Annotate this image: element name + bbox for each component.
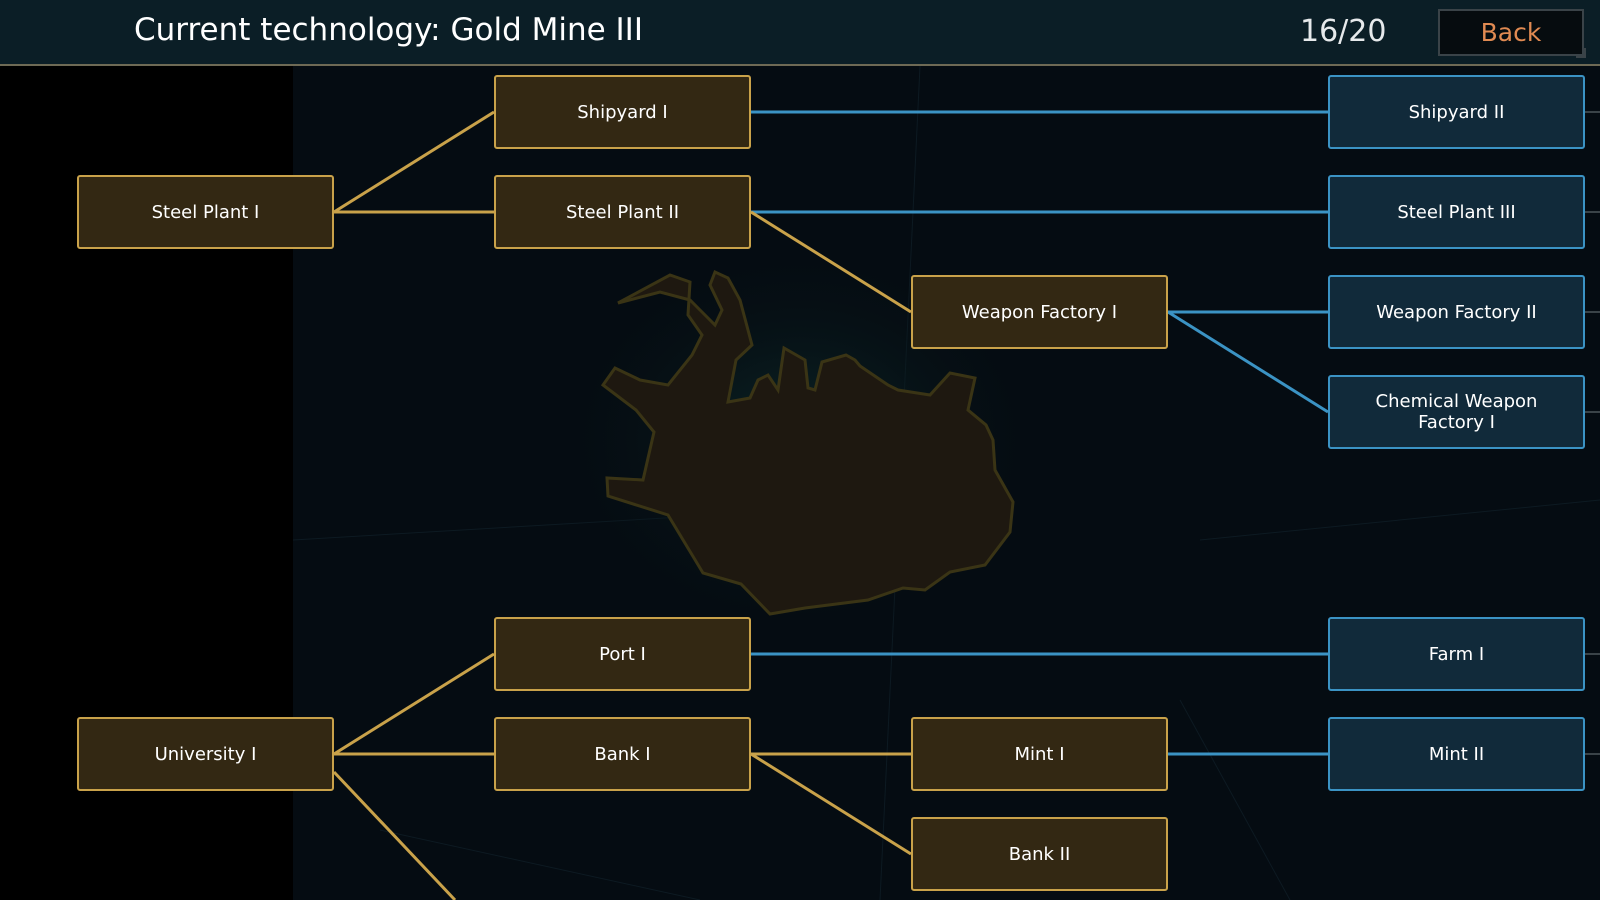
tech-link-weapon-factory-1-to-chemical-weapon-factory-1 xyxy=(1167,310,1329,414)
tech-node-mint-1[interactable]: Mint I xyxy=(911,717,1168,791)
tech-node-shipyard-1[interactable]: Shipyard I xyxy=(494,75,751,149)
tech-node-steel-plant-1[interactable]: Steel Plant I xyxy=(77,175,334,249)
tech-node-weapon-factory-1[interactable]: Weapon Factory I xyxy=(911,275,1168,349)
tech-link-bank-1-to-bank-2 xyxy=(750,752,912,856)
offscreen-link-stub xyxy=(1585,653,1600,655)
island-landmass xyxy=(600,269,1015,616)
back-button[interactable]: Back xyxy=(1438,9,1586,58)
offscreen-link-stub xyxy=(1585,111,1600,113)
tech-node-steel-plant-3[interactable]: Steel Plant III xyxy=(1328,175,1585,249)
tech-node-port-1[interactable]: Port I xyxy=(494,617,751,691)
offscreen-link-stub xyxy=(1585,211,1600,213)
research-progress-counter: 16/20 xyxy=(1300,14,1387,49)
tech-link-steel-plant-2-to-weapon-factory-1 xyxy=(750,210,912,314)
offscreen-link-stub xyxy=(1585,311,1600,313)
tech-link-university-1-offscreen xyxy=(332,770,457,900)
tech-node-shipyard-2[interactable]: Shipyard II xyxy=(1328,75,1585,149)
tech-node-farm-1[interactable]: Farm I xyxy=(1328,617,1585,691)
top-bar: Current technology: Gold Mine III 16/20 … xyxy=(0,0,1600,66)
tech-node-weapon-factory-2[interactable]: Weapon Factory II xyxy=(1328,275,1585,349)
tech-node-bank-2[interactable]: Bank II xyxy=(911,817,1168,891)
tech-node-chemical-weapon-factory-1[interactable]: Chemical Weapon Factory I xyxy=(1328,375,1585,449)
current-technology-title: Current technology: Gold Mine III xyxy=(134,12,643,48)
tech-link-university-1-to-port-1 xyxy=(333,652,495,756)
tech-link-steel-plant-1-to-shipyard-1 xyxy=(333,110,495,214)
tech-node-mint-2[interactable]: Mint II xyxy=(1328,717,1585,791)
tech-node-university-1[interactable]: University I xyxy=(77,717,334,791)
tech-node-bank-1[interactable]: Bank I xyxy=(494,717,751,791)
tech-node-steel-plant-2[interactable]: Steel Plant II xyxy=(494,175,751,249)
offscreen-link-stub xyxy=(1585,411,1600,413)
offscreen-link-stub xyxy=(1585,753,1600,755)
